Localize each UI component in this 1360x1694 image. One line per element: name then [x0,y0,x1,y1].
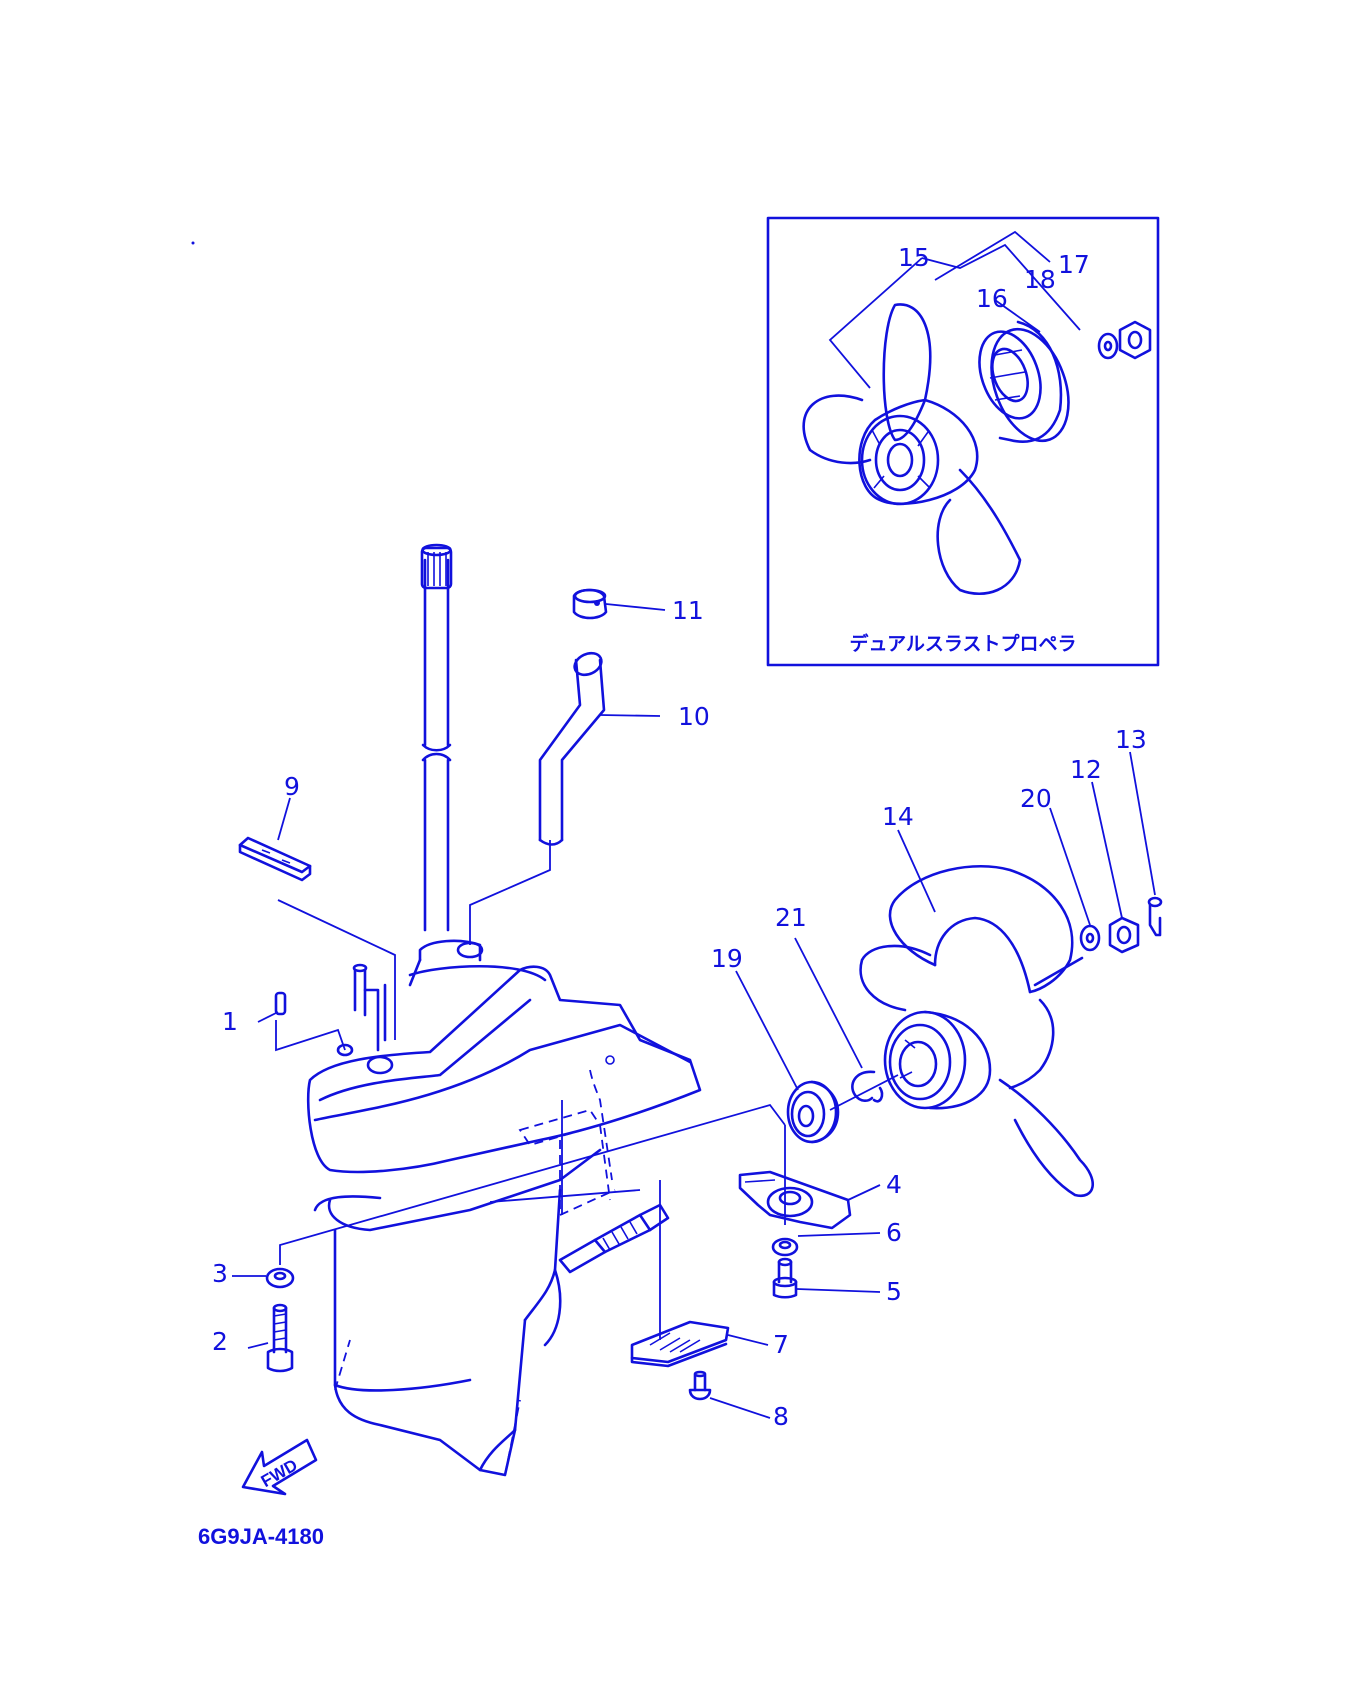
callout-19: 19 [711,944,743,973]
inset-washer [1097,332,1119,360]
drawing-code: 6G9JA-4180 [198,1524,324,1549]
lower-casing [306,939,702,1477]
nut-12 [1108,916,1140,954]
callout-7: 7 [773,1330,789,1359]
circlip-21 [851,1070,884,1103]
inset-frame [766,216,1160,667]
callout-13: 13 [1115,725,1147,754]
callout-numbers: 1 2 3 4 5 6 7 8 9 10 11 12 13 14 15 16 1… [212,243,1147,1431]
grommet [572,588,608,620]
fwd-arrow: FWD [241,1438,318,1496]
callout-16: 16 [976,284,1008,313]
callout-1: 1 [222,1007,238,1036]
callout-18: 18 [1024,265,1056,294]
callout-12: 12 [1070,755,1102,784]
callout-20: 20 [1020,784,1052,813]
bolt-2 [266,1303,294,1373]
inset-thrust-hub [978,320,1070,443]
assembly-lines [275,840,899,1340]
filter-7 [630,1320,730,1368]
propeller-14 [859,864,1095,1198]
screw-8 [688,1370,712,1401]
callout-17: 17 [1058,250,1090,279]
dual-thrust-propeller-inset: デュアルスラストプロペラ [766,216,1160,667]
cover-plate [238,836,312,882]
callout-15: 15 [898,243,930,272]
callout-5: 5 [886,1277,902,1306]
callout-11: 11 [672,596,704,625]
callout-10: 10 [678,702,710,731]
callout-4: 4 [886,1170,902,1199]
leader-lines [232,603,1156,1419]
cotter-pin-13 [1147,896,1163,937]
water-pipe [538,651,606,846]
inset-caption: デュアルスラストプロペラ [849,632,1076,655]
callout-14: 14 [882,802,914,831]
dowel-pin [274,991,287,1016]
callout-3: 3 [212,1259,228,1288]
washer-6 [771,1237,799,1257]
callout-21: 21 [775,903,807,932]
inset-propeller-front [802,303,1022,595]
callout-8: 8 [773,1402,789,1431]
callout-9: 9 [284,772,300,801]
callout-2: 2 [212,1327,228,1356]
washer-3 [265,1267,295,1289]
inset-nut [1118,320,1152,360]
washer-20 [1079,924,1101,952]
drive-shaft [420,543,453,932]
callout-6: 6 [886,1218,902,1247]
speck [191,241,195,245]
thrust-holder-19 [786,1080,840,1144]
bolt-5 [772,1257,798,1299]
anode-4 [738,1170,852,1230]
